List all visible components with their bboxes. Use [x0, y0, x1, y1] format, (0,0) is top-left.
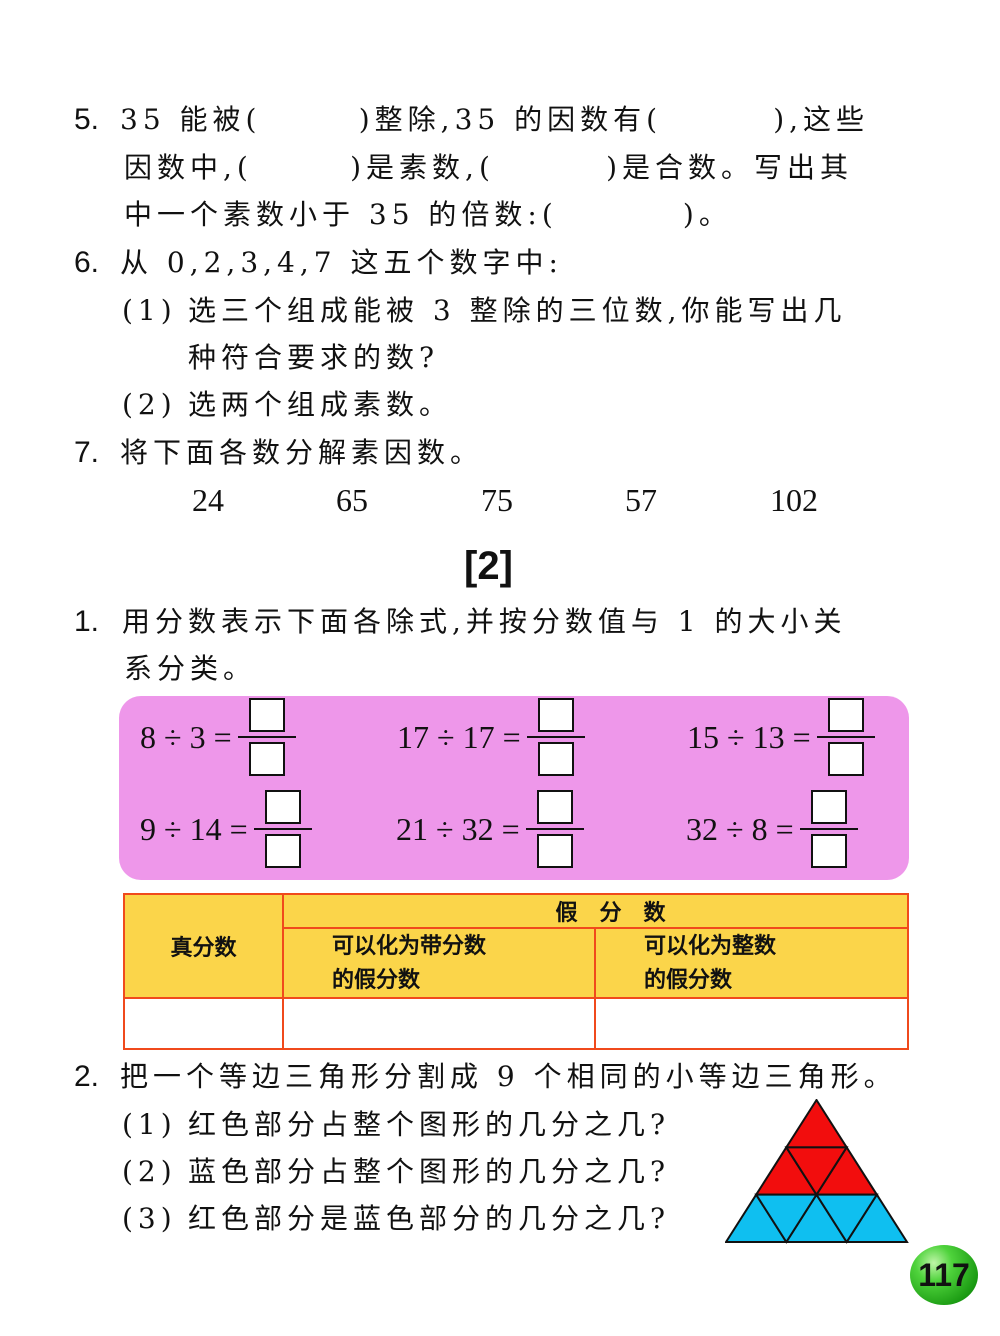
header-whole: 可以化为整数的假分数 [594, 927, 909, 999]
q5-line3: 中一个素数小于 35 的倍数:( )。 [124, 198, 732, 231]
header-improper-fraction: 假 分 数 [282, 893, 909, 929]
equation-text: 15 ÷ 13 = [687, 718, 811, 755]
q7-number-item: 57 [625, 482, 657, 518]
fraction-answer[interactable] [525, 790, 584, 868]
equation-text: 32 ÷ 8 = [686, 810, 794, 847]
equation-text: 9 ÷ 14 = [140, 810, 248, 847]
blue-small-triangle [814, 1193, 879, 1244]
equation-text: 17 ÷ 17 = [397, 718, 521, 755]
section-title: [2] [464, 544, 513, 588]
answer-cell-whole[interactable] [594, 997, 909, 1050]
q5-line2: 因数中,( )是素数,( )是合数。写出其 [124, 151, 854, 184]
header-text: 可以化为整数 [644, 933, 777, 959]
q7-number-item: 102 [770, 482, 818, 518]
red-small-triangle [784, 1099, 849, 1149]
q6-sub1-line1: 选三个组成能被 3 整除的三位数,你能写出几 [188, 294, 847, 327]
blue-small-triangle [754, 1193, 819, 1244]
equation: 8 ÷ 3 = [140, 698, 296, 776]
s2-sub3: 红色部分是蓝色部分的几分之几? [188, 1202, 671, 1235]
s2-line1: 把一个等边三角形分割成 9 个相同的小等边三角形。 [120, 1060, 897, 1093]
header-proper-fraction: 真分数 [123, 893, 284, 999]
s2-sub3-label: (3) [122, 1202, 177, 1235]
q6-sub1-label: (1) [122, 294, 177, 327]
page-number: 117 [910, 1245, 978, 1305]
equation: 17 ÷ 17 = [397, 698, 585, 776]
s1-line1: 用分数表示下面各除式,并按分数值与 1 的大小关 [122, 605, 847, 638]
answer-cell-proper[interactable] [123, 997, 284, 1050]
s2-sub2: 蓝色部分占整个图形的几分之几? [188, 1155, 671, 1188]
header-text: 的假分数 [332, 967, 421, 993]
q5-number: 5. [74, 103, 100, 136]
s2-sub1-label: (1) [122, 1108, 177, 1141]
q6-number: 6. [74, 246, 100, 279]
s1-line2: 系分类。 [124, 652, 257, 685]
divided-triangle-figure [725, 1099, 909, 1244]
q7-number-item: 75 [481, 482, 513, 518]
header-text: 的假分数 [644, 967, 733, 993]
equation: 21 ÷ 32 = [396, 790, 584, 868]
fraction-answer[interactable] [799, 790, 858, 868]
header-text: 可以化为带分数 [332, 933, 487, 959]
q7-number-item: 65 [336, 482, 368, 518]
answer-cell-mixed[interactable] [282, 997, 596, 1050]
fraction-answer[interactable] [237, 698, 296, 776]
s2-sub2-label: (2) [122, 1155, 177, 1188]
s2-sub1: 红色部分占整个图形的几分之几? [188, 1108, 671, 1141]
red-small-triangle [784, 1146, 849, 1197]
equation-text: 21 ÷ 32 = [396, 810, 520, 847]
q7-number-item: 24 [192, 482, 224, 518]
fraction-answer[interactable] [526, 698, 585, 776]
fraction-answer[interactable] [816, 698, 875, 776]
equation: 15 ÷ 13 = [687, 698, 875, 776]
q6-sub1-line2: 种符合要求的数? [188, 341, 440, 374]
q7-number: 7. [74, 436, 100, 469]
header-mixed: 可以化为带分数的假分数 [282, 927, 596, 999]
equation: 9 ÷ 14 = [140, 790, 312, 868]
fraction-answer[interactable] [253, 790, 312, 868]
equation-text: 8 ÷ 3 = [140, 718, 232, 755]
q7-line1: 将下面各数分解素因数。 [120, 436, 484, 469]
classification-table: 真分数 假 分 数 可以化为带分数的假分数 可以化为整数的假分数 [123, 893, 909, 1050]
q6-sub2-line1: 选两个组成素数。 [188, 388, 453, 421]
s1-number: 1. [74, 605, 100, 638]
equation: 32 ÷ 8 = [686, 790, 858, 868]
q5-line1: 35 能被( )整除,35 的因数有( ),这些 [120, 103, 870, 136]
q6-sub2-label: (2) [122, 388, 177, 421]
q6-line1: 从 0,2,3,4,7 这五个数字中: [120, 246, 563, 279]
s2-number: 2. [74, 1060, 100, 1093]
